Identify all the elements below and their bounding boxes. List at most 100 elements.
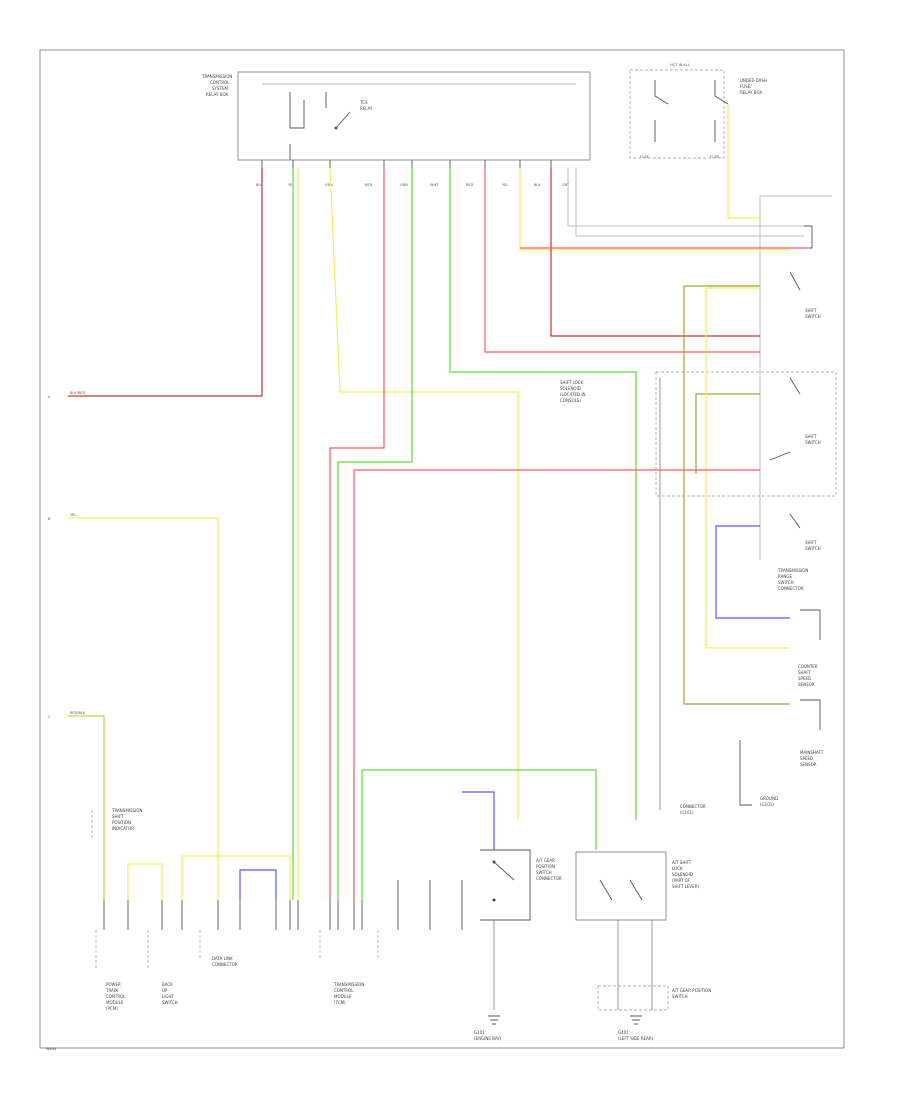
wire-red-5 [353, 469, 760, 900]
wire-blue-2 [239, 869, 277, 900]
top-wire-label-7: RED [466, 183, 474, 187]
bottom-right-ground-2: (LEFT SIDE REAR) [618, 1036, 654, 1041]
wire-yellow-3 [519, 168, 790, 251]
wire-blue-1 [715, 525, 790, 619]
wire-olive-1 [683, 285, 790, 705]
wire-olive-2 [695, 393, 760, 474]
sensor2-label-2: SPEED [800, 756, 813, 761]
left-side-note-1: TRANSMISSION [111, 808, 142, 813]
bottom-mid-note-3: SWITCH [536, 870, 552, 875]
fuse-box-header: HOT IN ALL [670, 63, 690, 67]
top-wire-label-1: BLU [256, 183, 263, 187]
sensor2-label-1: MAINSHAFT [800, 750, 824, 755]
ground-note-2: (G101) [760, 802, 774, 807]
tcm-main-label-3: MODULE [334, 994, 352, 999]
tcm-label-1: TRANSMISSION [777, 568, 808, 573]
wire-red-4 [550, 168, 760, 337]
bottom-mid-ground-1: G101 [474, 1030, 485, 1035]
wire-gray-top-1 [567, 168, 804, 227]
top-wire-label-10: GRY [562, 183, 570, 187]
sensor1-label-4: SENSOR [798, 682, 815, 687]
top-module-pins [261, 160, 552, 168]
bottom-mid-ground-2: (ENGINE BAY) [474, 1036, 502, 1041]
middle-note-3: (LOCATED IN [560, 392, 586, 397]
wire-yellow-bus-2 [181, 855, 291, 900]
fuse-box-label-3: RELAY BOX [740, 90, 762, 95]
backup-label-3: LIGHT [162, 994, 175, 999]
top-wire-label-6: WHT [430, 183, 439, 187]
left-input-c-pin: C [48, 715, 51, 719]
bottom-mid-note-2: POSITION [536, 864, 555, 869]
left-side-note-3: POSITION [112, 820, 131, 825]
left-side-note-4: INDICATOR [112, 826, 134, 831]
wire-red-a [68, 168, 263, 397]
left-side-note-2: SHIFT [112, 814, 124, 819]
switch3-label-1: SHIFT [805, 540, 817, 545]
shift-lock-label-1: A/T SHIFT [672, 860, 692, 865]
bottom-mid-note-4: CONNECTOR [536, 876, 562, 881]
switch1-label-2: SWITCH [805, 314, 821, 319]
top-module: TRANSMISSION CONTROL SYSTEM RELAY BOX TC… [201, 71, 591, 161]
wire-gray-c [68, 715, 105, 900]
tcm-main-label-1: TRANSMISSION [333, 982, 364, 987]
wire-red-3 [484, 168, 760, 353]
switch2-label-1: SHIFT [805, 434, 817, 439]
wire-blue-3 [462, 791, 495, 850]
left-side-note: TRANSMISSION SHIFT POSITION INDICATOR [91, 808, 142, 840]
left-input-a-label: BLK/RED [70, 391, 85, 395]
wire-yellow-4 [705, 287, 790, 649]
sensor2-label-3: SENSOR [800, 762, 817, 767]
wire-gray-top-2 [575, 168, 804, 237]
pcm-label-3: CONTROL [106, 994, 126, 999]
middle-note: SHIFT LOCK SOLENOID (LOCATED IN CONSOLE) [560, 380, 586, 403]
shift-lock-label-4: (PART OF [672, 878, 691, 883]
left-input-c-label: RED/BLK [70, 711, 86, 715]
pcm-label-4: MODULE [106, 1000, 124, 1005]
top-wire-label-2: YEL [288, 183, 294, 187]
shift-lock-label-3: SOLENOID [672, 872, 693, 877]
bottom-center-component: TRANSMISSION CONTROL MODULE (TCM) [333, 982, 364, 1005]
conn-note-2: (C101) [680, 810, 694, 815]
wire-green-2 [337, 168, 413, 900]
top-wire-label-3: GRN [325, 183, 333, 187]
bottom-right-note-2: SWITCH [672, 994, 688, 999]
top-module-label-4: RELAY BOX [206, 92, 228, 97]
wires [68, 104, 810, 1010]
fuse-box-label-1: UNDER-DASH [740, 78, 767, 83]
fuse-box-label-2: FUSE/ [740, 84, 752, 89]
sensor1-label-2: SHAFT [798, 670, 812, 675]
wire-red-2 [329, 168, 385, 900]
diagram-frame [39, 49, 845, 1049]
wire-green-loop [361, 769, 597, 900]
wire-gray-1 [449, 168, 637, 820]
middle-note-2: SOLENOID [560, 386, 581, 391]
top-right-module: HOT IN ALL UNDER-DASH FUSE/ RELAY BOX FU… [629, 63, 767, 159]
left-input-b-label: YEL [70, 513, 76, 517]
backup-label-4: SWITCH [162, 1000, 178, 1005]
wire-yellow-bus [127, 863, 163, 900]
middle-note-1: SHIFT LOCK [560, 380, 584, 385]
bottom-mid-note-1: A/T GEAR [536, 858, 555, 863]
relay-label-1: TCS [359, 100, 368, 105]
middle-note-4: CONSOLE) [560, 398, 581, 403]
tcm-label-4: CONNECTOR [778, 586, 804, 591]
corner-code: WWW [46, 1047, 57, 1051]
sensor1-label-3: SPEED [798, 676, 811, 681]
pcm-label-2: TRAIN [105, 988, 118, 993]
pcm-label-5: (PCM) [106, 1006, 118, 1011]
switch1-label-1: SHIFT [805, 308, 817, 313]
pcm-label-1: POWER [106, 982, 121, 987]
shift-lock-label-2: LOCK [672, 866, 683, 871]
right-connector: SHIFT SWITCH SHIFT SWITCH SHIFT SWITCH T… [655, 195, 837, 815]
top-wire-label-4: RED [365, 183, 373, 187]
shift-lock-label-5: SHIFT LEVER) [672, 884, 699, 889]
backup-label-1: BACK [162, 982, 173, 987]
sensor1-label-1: COUNTER [798, 664, 818, 669]
fuse-left-label: FUSE [640, 155, 649, 159]
backup-label-2: UP [162, 988, 168, 993]
bottom-right-note-1: A/T GEAR POSITION [672, 988, 711, 993]
bottom-mid-component: A/T GEAR POSITION SWITCH CONNECTOR G101 … [474, 849, 562, 1041]
ground-note-1: GROUND [760, 796, 778, 801]
tcm-label-2: RANGE [778, 574, 792, 579]
tcm-label-3: SWITCH [778, 580, 794, 585]
